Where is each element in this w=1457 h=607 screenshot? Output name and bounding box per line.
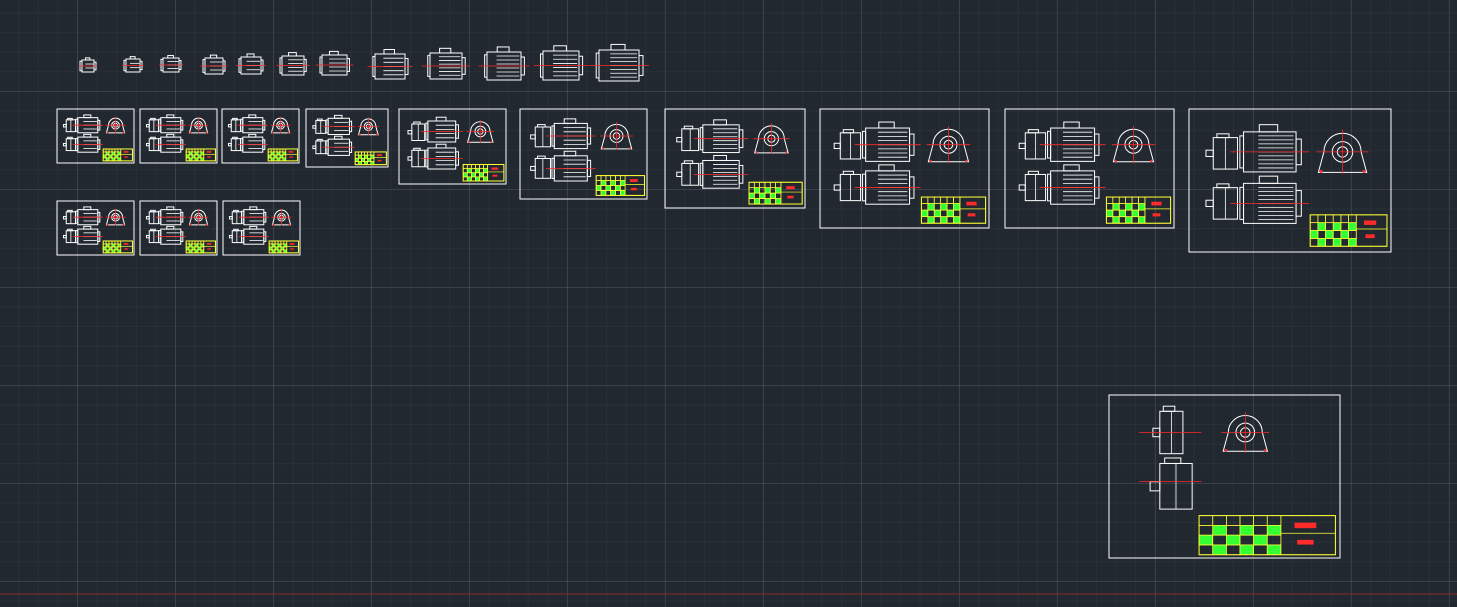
title-block <box>267 148 298 162</box>
drawing-sheet-large <box>1108 394 1341 559</box>
title-block <box>102 240 133 254</box>
sheet-border <box>819 108 990 229</box>
motor-symbol <box>422 47 470 80</box>
sheet-border <box>139 108 218 164</box>
sheet-border <box>56 200 135 256</box>
title-block <box>268 240 299 254</box>
title-block <box>1105 196 1172 224</box>
sheet-border <box>221 108 300 164</box>
sheet-border <box>1188 108 1392 253</box>
drawing-sheet <box>819 108 990 229</box>
sheet-border <box>305 108 389 168</box>
drawing-sheet <box>1004 108 1175 229</box>
motor-symbol <box>122 56 144 73</box>
drawing-sheet <box>1188 108 1392 253</box>
motor-row <box>79 43 649 82</box>
sheet-border <box>1004 108 1175 229</box>
sheet-border <box>56 108 135 164</box>
sheet-border <box>139 200 218 256</box>
title-block <box>462 164 505 182</box>
drawing-sheet <box>398 108 507 185</box>
drawing-sheet <box>221 108 300 164</box>
motor-symbol <box>276 52 310 76</box>
motor-symbol <box>534 45 588 81</box>
drawing-sheet <box>56 200 135 256</box>
title-block <box>748 181 803 205</box>
motor-symbol <box>79 57 97 73</box>
sheet-border <box>222 200 301 256</box>
title-block <box>595 175 645 196</box>
title-block <box>1309 214 1388 247</box>
drawing-sheet <box>56 108 135 164</box>
title-block <box>185 240 216 254</box>
motor-symbol <box>200 54 228 75</box>
title-block <box>185 148 216 162</box>
motor-symbol <box>315 50 354 76</box>
motor-symbol <box>236 53 266 75</box>
drawing-sheet <box>222 200 301 256</box>
drawing-sheet <box>519 108 648 200</box>
drawing-sheet <box>139 200 218 256</box>
sheet-border <box>398 108 507 185</box>
title-block <box>102 148 133 162</box>
sheet-border <box>1108 394 1341 559</box>
drawing-sheet <box>139 108 218 164</box>
title-block <box>1198 515 1336 556</box>
title-block <box>354 151 387 166</box>
sheet-border <box>664 108 806 209</box>
motor-symbol <box>367 49 413 80</box>
title-block <box>920 196 987 224</box>
drawing-sheet <box>305 108 389 168</box>
motor-symbol <box>159 54 183 73</box>
motor-symbol <box>478 46 530 81</box>
sheet-border <box>519 108 648 200</box>
motor-symbol <box>589 43 649 82</box>
drawing-sheet <box>664 108 806 209</box>
